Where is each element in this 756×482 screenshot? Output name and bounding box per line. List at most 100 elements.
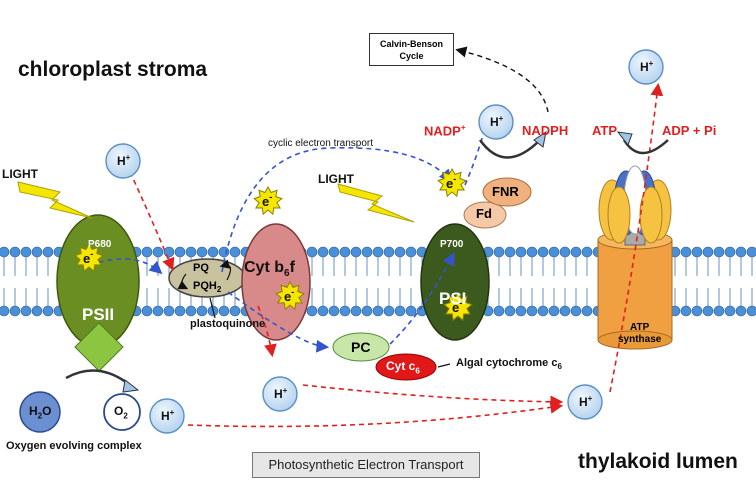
- lipid-head: [581, 246, 593, 258]
- electron-sup: -: [269, 192, 272, 202]
- proton-ions: H+H+H+H+H+H+: [105, 49, 664, 434]
- pq-label: PQ: [193, 262, 209, 274]
- adp-pi-label: ADP + Pi: [662, 123, 717, 138]
- lipid-head: [493, 246, 505, 258]
- electron-label: e-: [284, 287, 294, 304]
- electron-icon: e-: [275, 280, 305, 311]
- ferredoxin: [463, 201, 507, 229]
- lipid-head: [405, 246, 417, 258]
- lipid-head: [515, 246, 527, 258]
- lipid-head: [0, 246, 10, 258]
- cyt-b6f-complex: [241, 223, 311, 341]
- lipid-head: [42, 305, 54, 317]
- lumen-label: thylakoid lumen: [578, 450, 738, 473]
- caption-box: Photosynthetic Electron Transport: [252, 452, 480, 478]
- electron-label: e-: [452, 298, 462, 315]
- cytochrome-c6: [375, 353, 437, 381]
- lipid-head: [361, 246, 373, 258]
- h-ion-sup: +: [499, 114, 504, 123]
- lipid-head: [504, 246, 516, 258]
- lipid-head: [163, 246, 175, 258]
- cyt-c6-sub: 6: [415, 366, 420, 376]
- lipid-head: [680, 246, 692, 258]
- lipid-head: [9, 305, 21, 317]
- algal-cytochrome-sub: 6: [557, 362, 562, 372]
- lipid-head: [218, 305, 230, 317]
- nadph-label: NADPH: [522, 123, 569, 138]
- lipid-head: [702, 246, 714, 258]
- p700-label: P700: [440, 239, 464, 250]
- h-ion: H+: [478, 104, 514, 140]
- light-label-psii: LIGHT: [2, 167, 38, 181]
- lipid-head: [152, 305, 164, 317]
- arrowhead-icon: [533, 130, 547, 148]
- h-ion: H+: [567, 384, 603, 420]
- oxygen-molecule: [103, 393, 141, 431]
- cyt-b6f-sub: 6: [284, 268, 290, 280]
- cyt-b6f-suffix: f: [289, 259, 295, 276]
- calvin-line-1: Calvin-Benson: [379, 39, 443, 49]
- lipid-head: [339, 305, 351, 317]
- lipid-head: [504, 305, 516, 317]
- lipid-head: [141, 305, 153, 317]
- atp-synthase-line-2: synthase: [618, 334, 662, 345]
- lipid-head: [724, 305, 736, 317]
- h-ion-sup: +: [126, 153, 131, 162]
- lipid-head: [229, 246, 241, 258]
- lipid-head: [339, 246, 351, 258]
- h2o-o: O: [42, 404, 52, 418]
- lipid-head: [394, 305, 406, 317]
- fnr-label: FNR: [492, 184, 519, 199]
- electron-label: e-: [262, 192, 272, 209]
- lipid-head: [691, 246, 703, 258]
- atp-synthase: [597, 165, 673, 350]
- lipid-head: [735, 305, 747, 317]
- lipid-head: [515, 305, 527, 317]
- arrowhead-icon: [122, 379, 140, 393]
- nadp-name: NADP: [424, 123, 461, 139]
- lipid-head: [724, 246, 736, 258]
- algal-cytochrome-label: Algal cytochrome c6: [456, 357, 562, 371]
- lipid-head: [328, 246, 340, 258]
- lipid-head: [185, 246, 197, 258]
- lipid-head: [559, 246, 571, 258]
- h-ion-sup: +: [588, 394, 593, 403]
- psi-complex: [420, 223, 490, 341]
- lipid-head: [581, 305, 593, 317]
- plastocyanin: [332, 332, 390, 362]
- h-ion-sup: +: [283, 386, 288, 395]
- pqh2-sub: 2: [216, 285, 222, 295]
- lipid-head: [163, 305, 175, 317]
- electrons: e-e-e-e-e-: [74, 167, 473, 322]
- pqh2-name: PQH: [193, 280, 217, 292]
- lipid-head: [713, 246, 725, 258]
- lipid-head: [526, 305, 538, 317]
- cyclic-transport-label: cyclic electron transport: [268, 138, 374, 149]
- calvin-line-2: Cycle: [399, 51, 424, 61]
- plastoquinone-label: plastoquinone: [190, 318, 266, 330]
- h-ion: H+: [105, 143, 141, 179]
- arrowhead-icon: [616, 131, 633, 147]
- lipid-head: [20, 246, 32, 258]
- algal-cytochrome-name: Algal cytochrome c: [456, 357, 558, 369]
- cyt-c6-label: Cyt c6: [386, 359, 420, 375]
- electron-label: e-: [446, 174, 456, 191]
- lipid-head: [306, 246, 318, 258]
- lipid-head: [196, 246, 208, 258]
- cyt-b6f-label: Cyt b6f: [244, 259, 295, 279]
- electron-sup: -: [291, 287, 294, 297]
- lipid-head: [383, 305, 395, 317]
- o2-sub: 2: [123, 411, 128, 421]
- h2o-label: H2O: [29, 404, 51, 420]
- lipid-head: [229, 305, 241, 317]
- lightning-icon: [17, 181, 93, 219]
- lipid-head: [317, 246, 329, 258]
- lipid-head: [394, 246, 406, 258]
- electron-icon: e-: [437, 167, 467, 198]
- lipid-head: [207, 246, 219, 258]
- lipid-head: [372, 305, 384, 317]
- electron-icon: e-: [253, 185, 283, 216]
- lipid-head: [0, 305, 10, 317]
